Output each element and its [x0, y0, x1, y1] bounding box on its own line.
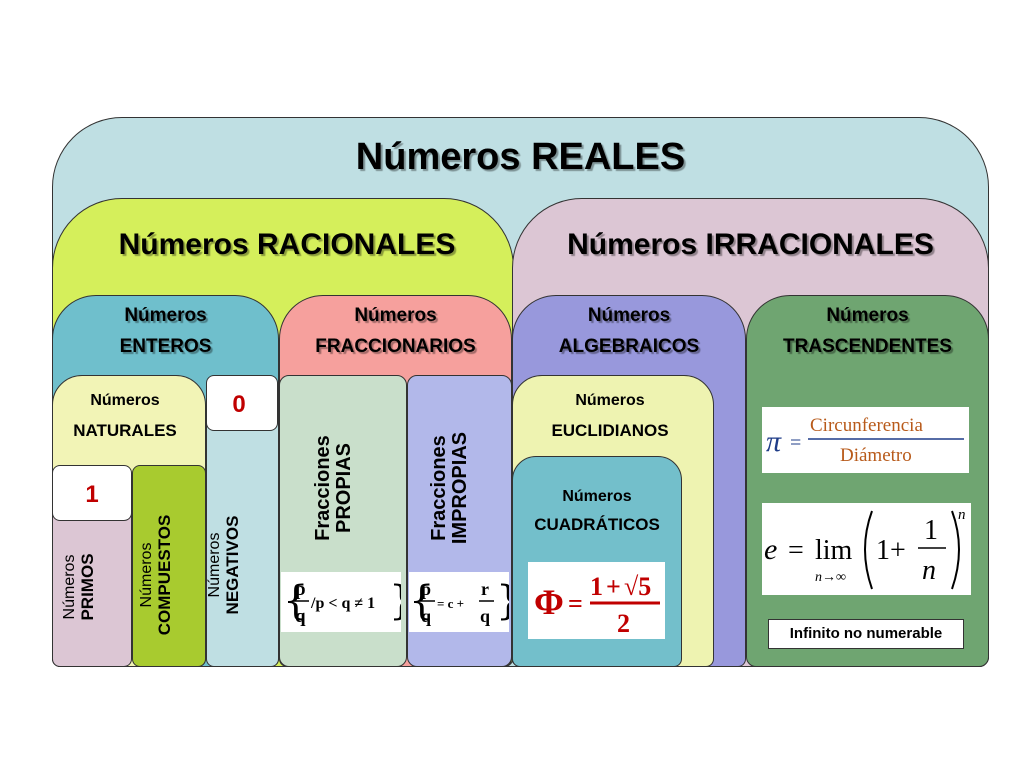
naturales-line1: Números	[90, 392, 160, 409]
reales-title: Números REALES	[355, 136, 686, 178]
fraccionarios-line2: FRACCIONARIOS	[315, 336, 476, 357]
phi-sqrt: √5	[624, 572, 651, 601]
primos-line1: Números	[61, 554, 78, 620]
phi-num-plus: +	[606, 572, 621, 601]
e-formula: e = lim n→∞ 1+ 1 n n	[762, 503, 971, 595]
phi-symbol: Φ	[534, 582, 564, 622]
impropias-p: p	[421, 579, 431, 599]
cero-value: 0	[232, 391, 246, 418]
trascendentes-line2: TRASCENDENTES	[783, 336, 952, 357]
phi-num-one: 1	[590, 572, 603, 601]
e-exp: n	[958, 507, 966, 523]
e-den: n	[922, 555, 936, 586]
naturales-line2: NATURALES	[73, 421, 177, 440]
phi-formula: Φ = 1 + √5 2	[528, 562, 665, 639]
pi-denominator: Diámetro	[840, 445, 912, 466]
propias-p: p	[295, 579, 306, 600]
e-num: 1	[924, 515, 938, 546]
propias-line2: PROPIAS	[333, 442, 355, 534]
negativos-label: Números NEGATIVOS	[206, 490, 267, 640]
svg-text:}: }	[496, 578, 509, 624]
negativos-line2: NEGATIVOS	[222, 515, 242, 615]
e-lim: lim	[815, 535, 853, 566]
svg-text:}: }	[389, 578, 401, 624]
impropias-q: q	[421, 606, 431, 626]
enteros-line2: ENTEROS	[119, 336, 212, 357]
algebraicos-line1: Números	[587, 305, 671, 326]
propias-q: q	[295, 606, 306, 627]
e-lim-sub: n→∞	[815, 570, 846, 585]
enteros-line1: Números	[124, 305, 207, 326]
impropias-r: r	[481, 579, 489, 599]
impropias-line1: Fracciones	[428, 435, 450, 541]
pi-symbol: π	[766, 425, 782, 458]
impropias-q2: q	[480, 606, 490, 626]
compuestos-label: Números COMPUESTOS	[138, 485, 199, 665]
pi-numerator: Circunferencia	[810, 415, 923, 436]
impropias-formula: { p q = c + r q }	[409, 572, 521, 632]
propias-cond: /p < q ≠ 1	[310, 595, 375, 612]
phi-equals: =	[568, 589, 583, 618]
cero-box	[206, 375, 278, 431]
propias-formula: { p q /p < q ≠ 1 }	[281, 572, 414, 632]
impropias-mid: = c +	[437, 596, 464, 611]
propias-label: Fracciones PROPIAS	[312, 413, 373, 563]
uno-box	[52, 465, 132, 521]
pi-equals: =	[790, 432, 801, 454]
compuestos-line2: COMPUESTOS	[154, 514, 174, 636]
infinito-label: Infinito no numerable	[789, 625, 943, 642]
compuestos-line1: Números	[138, 542, 155, 608]
e-symbol: e	[764, 533, 777, 566]
primos-region	[52, 510, 132, 667]
infinito-label-box	[768, 619, 964, 649]
trascendentes-line1: Números	[826, 305, 909, 326]
phi-den: 2	[617, 609, 630, 638]
propias-line1: Fracciones	[312, 435, 334, 541]
irracionales-title: Números IRRACIONALES	[567, 228, 934, 261]
cuadraticos-line1: Números	[562, 488, 632, 505]
racionales-title: Números RACIONALES	[118, 228, 456, 261]
primos-line2: PRIMOS	[77, 553, 97, 621]
uno-value: 1	[85, 481, 99, 508]
trascendentes-region	[746, 295, 989, 667]
impropias-line2: IMPROPIAS	[449, 431, 471, 545]
e-one: 1+	[876, 535, 906, 566]
e-equals: =	[788, 535, 804, 566]
compuestos-region	[132, 465, 206, 667]
fraccionarios-line1: Números	[354, 305, 437, 326]
negativos-line1: Números	[206, 532, 223, 598]
pi-formula: π = Circunferencia Diámetro	[762, 407, 969, 473]
impropias-label: Fracciones IMPROPIAS	[428, 413, 489, 563]
primos-label: Números PRIMOS	[61, 517, 122, 657]
algebraicos-line2: ALGEBRAICOS	[558, 336, 700, 357]
euclidianos-line1: Números	[575, 392, 645, 409]
euclidianos-line2: EUCLIDIANOS	[551, 421, 669, 440]
cuadraticos-line2: CUADRÁTICOS	[534, 515, 660, 534]
